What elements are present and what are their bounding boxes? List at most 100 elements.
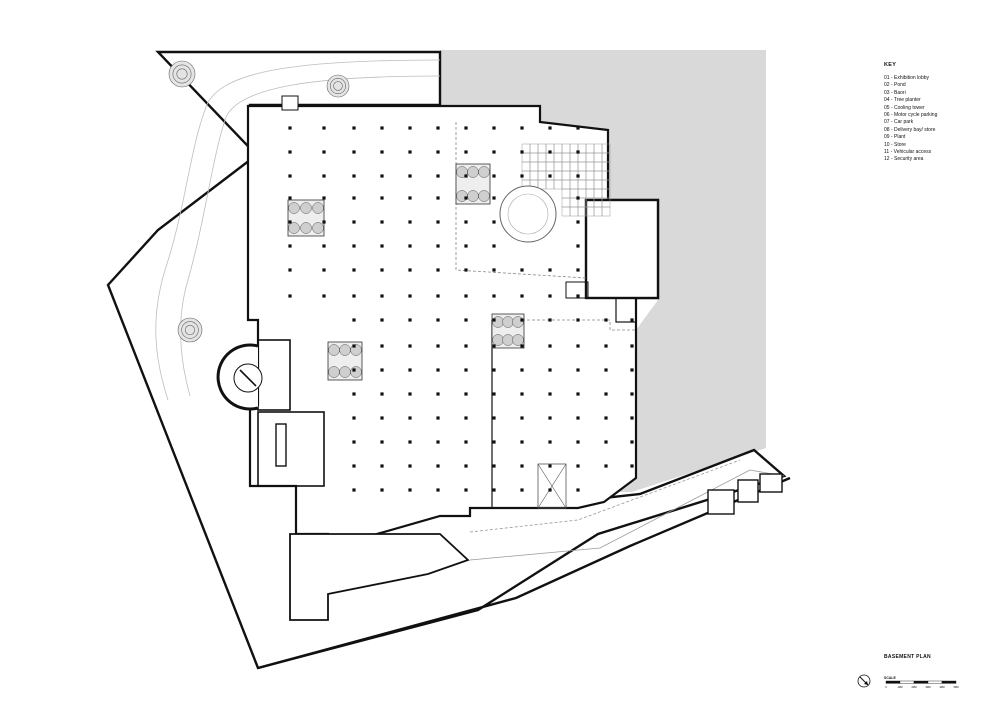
column [464, 440, 468, 444]
column [492, 318, 496, 322]
north-arrow-icon [857, 674, 871, 688]
tree-planter-icon [455, 163, 491, 205]
column [288, 174, 292, 178]
column [520, 174, 524, 178]
column [436, 392, 440, 396]
column [576, 244, 580, 248]
scale-label: SCALE [884, 676, 896, 680]
security-booth [707, 489, 735, 515]
column [408, 464, 412, 468]
column [520, 440, 524, 444]
column [464, 150, 468, 154]
column [380, 196, 384, 200]
plant-room [615, 297, 637, 323]
column [436, 488, 440, 492]
column [630, 440, 634, 444]
column [464, 318, 468, 322]
column [408, 294, 412, 298]
column [492, 196, 496, 200]
column [380, 318, 384, 322]
column [288, 126, 292, 130]
column [576, 392, 580, 396]
column [464, 416, 468, 420]
column [630, 318, 634, 322]
plan-title: BASEMENT PLAN [884, 654, 931, 660]
tree-planter-icon [491, 313, 525, 349]
access-drive [469, 469, 785, 561]
column [408, 416, 412, 420]
column [492, 244, 496, 248]
column [576, 440, 580, 444]
column [576, 220, 580, 224]
scale-tick-label: 10M [897, 685, 902, 689]
column [322, 126, 326, 130]
column [408, 268, 412, 272]
column [288, 196, 292, 200]
column [380, 368, 384, 372]
column [288, 244, 292, 248]
column [436, 294, 440, 298]
column [380, 220, 384, 224]
lower-wing [289, 533, 470, 621]
scale-tick-label: 50M [953, 685, 958, 689]
column [408, 244, 412, 248]
column [630, 416, 634, 420]
column [436, 220, 440, 224]
column [464, 244, 468, 248]
column [380, 244, 384, 248]
cooling-tower-block [584, 198, 660, 300]
column [604, 440, 608, 444]
column [352, 440, 356, 444]
column [520, 150, 524, 154]
column [436, 440, 440, 444]
column [576, 416, 580, 420]
stair-annex [565, 281, 589, 299]
structural-columns [288, 126, 634, 492]
tree-planter-icon [287, 199, 325, 237]
column [380, 150, 384, 154]
column [380, 344, 384, 348]
column [548, 392, 552, 396]
basement-outline [246, 104, 660, 550]
column [436, 464, 440, 468]
column [408, 392, 412, 396]
column [576, 268, 580, 272]
baori-steps-pattern [521, 143, 611, 217]
pond-inner [507, 193, 549, 235]
column [464, 196, 468, 200]
column [604, 416, 608, 420]
neighbouring-plot [440, 50, 766, 492]
column [604, 318, 608, 322]
column [548, 150, 552, 154]
column [380, 392, 384, 396]
column [436, 244, 440, 248]
column [408, 174, 412, 178]
column [548, 318, 552, 322]
column [464, 174, 468, 178]
column [436, 344, 440, 348]
column [322, 174, 326, 178]
column [408, 318, 412, 322]
column [352, 344, 356, 348]
column [380, 174, 384, 178]
scale-tick-label: 20M [911, 685, 916, 689]
column [548, 174, 552, 178]
column [576, 488, 580, 492]
column [492, 416, 496, 420]
column [352, 244, 356, 248]
key-title: KEY [884, 62, 897, 68]
column [520, 294, 524, 298]
column [436, 150, 440, 154]
column [408, 344, 412, 348]
column [436, 368, 440, 372]
column [464, 220, 468, 224]
column [322, 196, 326, 200]
key-item: 04 - Tree planter [884, 97, 921, 104]
column [576, 196, 580, 200]
column [322, 268, 326, 272]
column [352, 220, 356, 224]
column [604, 464, 608, 468]
scale-tick-label: 30M [925, 685, 930, 689]
